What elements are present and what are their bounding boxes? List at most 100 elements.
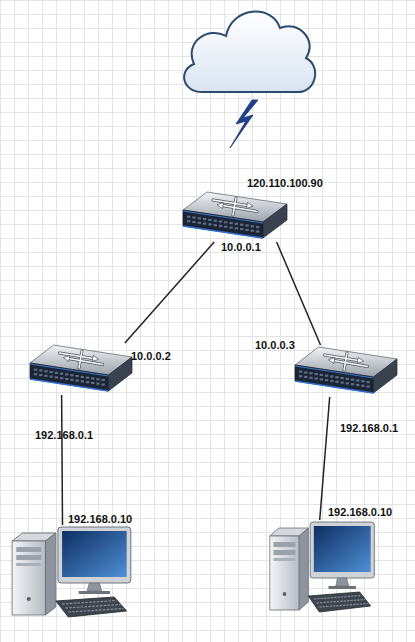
switch-ports (187, 216, 259, 233)
switch-port (44, 370, 47, 372)
switch-arrow-head (63, 356, 69, 362)
switch-port (320, 378, 323, 380)
switch-port (81, 376, 84, 378)
switch-port (361, 385, 364, 387)
computer-icon (268, 520, 378, 615)
monitor-frame (58, 527, 131, 583)
switch-port (251, 225, 254, 227)
switch-side-face (373, 359, 397, 393)
switch-arrow-line (324, 353, 367, 370)
switch-port (299, 375, 302, 377)
switch-side-face (263, 204, 287, 238)
switch-arrow-outline (213, 198, 257, 215)
switch-port (330, 375, 333, 377)
switch-port (356, 384, 359, 386)
ip-address-label: 10.0.0.2 (131, 350, 171, 363)
switch-port (203, 218, 206, 220)
switch-port (361, 380, 364, 382)
switch-arrow-head (328, 358, 334, 364)
switch-front-edge (30, 364, 108, 376)
switch-port (70, 379, 73, 381)
switch-port (198, 217, 201, 219)
switch-port (330, 380, 333, 382)
switch-port (299, 371, 302, 373)
switch-front-face (183, 210, 263, 238)
switch-port (39, 374, 42, 376)
switch-port (325, 379, 328, 381)
switch-port (86, 377, 89, 379)
network-switch: 10.0.0.2192.168.0.1 (30, 343, 132, 395)
switch-port (187, 216, 190, 218)
keyboard-keys (62, 601, 123, 613)
switch-port (235, 227, 238, 229)
switch-port (219, 220, 222, 222)
switch-port (245, 224, 248, 226)
keyboard-keys (314, 596, 368, 608)
switch-port (240, 224, 243, 226)
switch-port (214, 220, 217, 222)
ip-address-label: 120.110.100.90 (247, 177, 323, 190)
tower-front (12, 541, 45, 615)
switch-arrow-outline (59, 351, 102, 368)
switch-port (229, 222, 232, 224)
switch-port (55, 372, 58, 374)
switch-port (320, 374, 323, 376)
switch-port (70, 374, 73, 376)
network-link (320, 397, 330, 520)
drive-bay (274, 542, 296, 547)
monitor-base (79, 591, 110, 594)
switch-port (214, 224, 217, 226)
network-switch: 120.110.100.9010.0.0.1 (183, 190, 287, 242)
switch-port (65, 373, 68, 375)
drive-bay (274, 558, 296, 561)
switch-port (60, 373, 63, 375)
switch-port (304, 371, 307, 373)
switch-ports (299, 371, 370, 388)
power-button (283, 592, 287, 596)
switch-port (55, 376, 58, 378)
switch-port (341, 377, 344, 379)
switch-port (366, 385, 369, 387)
tower-side (299, 528, 308, 610)
switch-icon (183, 190, 287, 242)
network-link (125, 242, 214, 343)
network-link (61, 395, 63, 525)
switch-arrow-head (247, 202, 254, 208)
switch-port (91, 377, 94, 379)
switch-port (335, 381, 338, 383)
drive-bay (16, 547, 41, 552)
switch-port (208, 219, 211, 221)
network-link (277, 242, 321, 345)
switch-port (39, 369, 42, 371)
switch-arrow-head (92, 355, 98, 361)
switch-arrow-line (213, 198, 257, 215)
ip-address-label: 192.168.0.10 (68, 513, 132, 526)
switch-port (346, 382, 349, 384)
ip-address-label: 10.0.0.3 (255, 339, 295, 352)
switch-port (192, 221, 195, 223)
drive-bay (16, 563, 41, 566)
switch-port (91, 382, 94, 384)
host-computer: 192.168.0.10 (10, 525, 135, 620)
switch-arrow-head (217, 203, 224, 209)
ip-address-label: 192.168.0.10 (328, 506, 392, 519)
switch-port (76, 379, 79, 381)
switch-port (101, 379, 104, 381)
switch-front-edge (183, 226, 263, 238)
switch-front-edge (30, 379, 108, 391)
switch-front-edge (183, 211, 263, 223)
ip-address-label: 192.168.0.1 (340, 422, 398, 435)
switch-arrow-outline (324, 353, 367, 370)
switch-port (315, 373, 318, 375)
monitor-base (329, 586, 357, 589)
monitor-screen (314, 526, 371, 572)
switch-front-face (30, 363, 108, 391)
internet-cloud (184, 12, 315, 93)
switch-port (76, 375, 79, 377)
switch-port (96, 383, 99, 385)
switch-port (366, 381, 369, 383)
switch-port (96, 378, 99, 380)
drive-bay (274, 550, 296, 555)
drive-bay (16, 555, 41, 560)
switch-port (346, 378, 349, 380)
